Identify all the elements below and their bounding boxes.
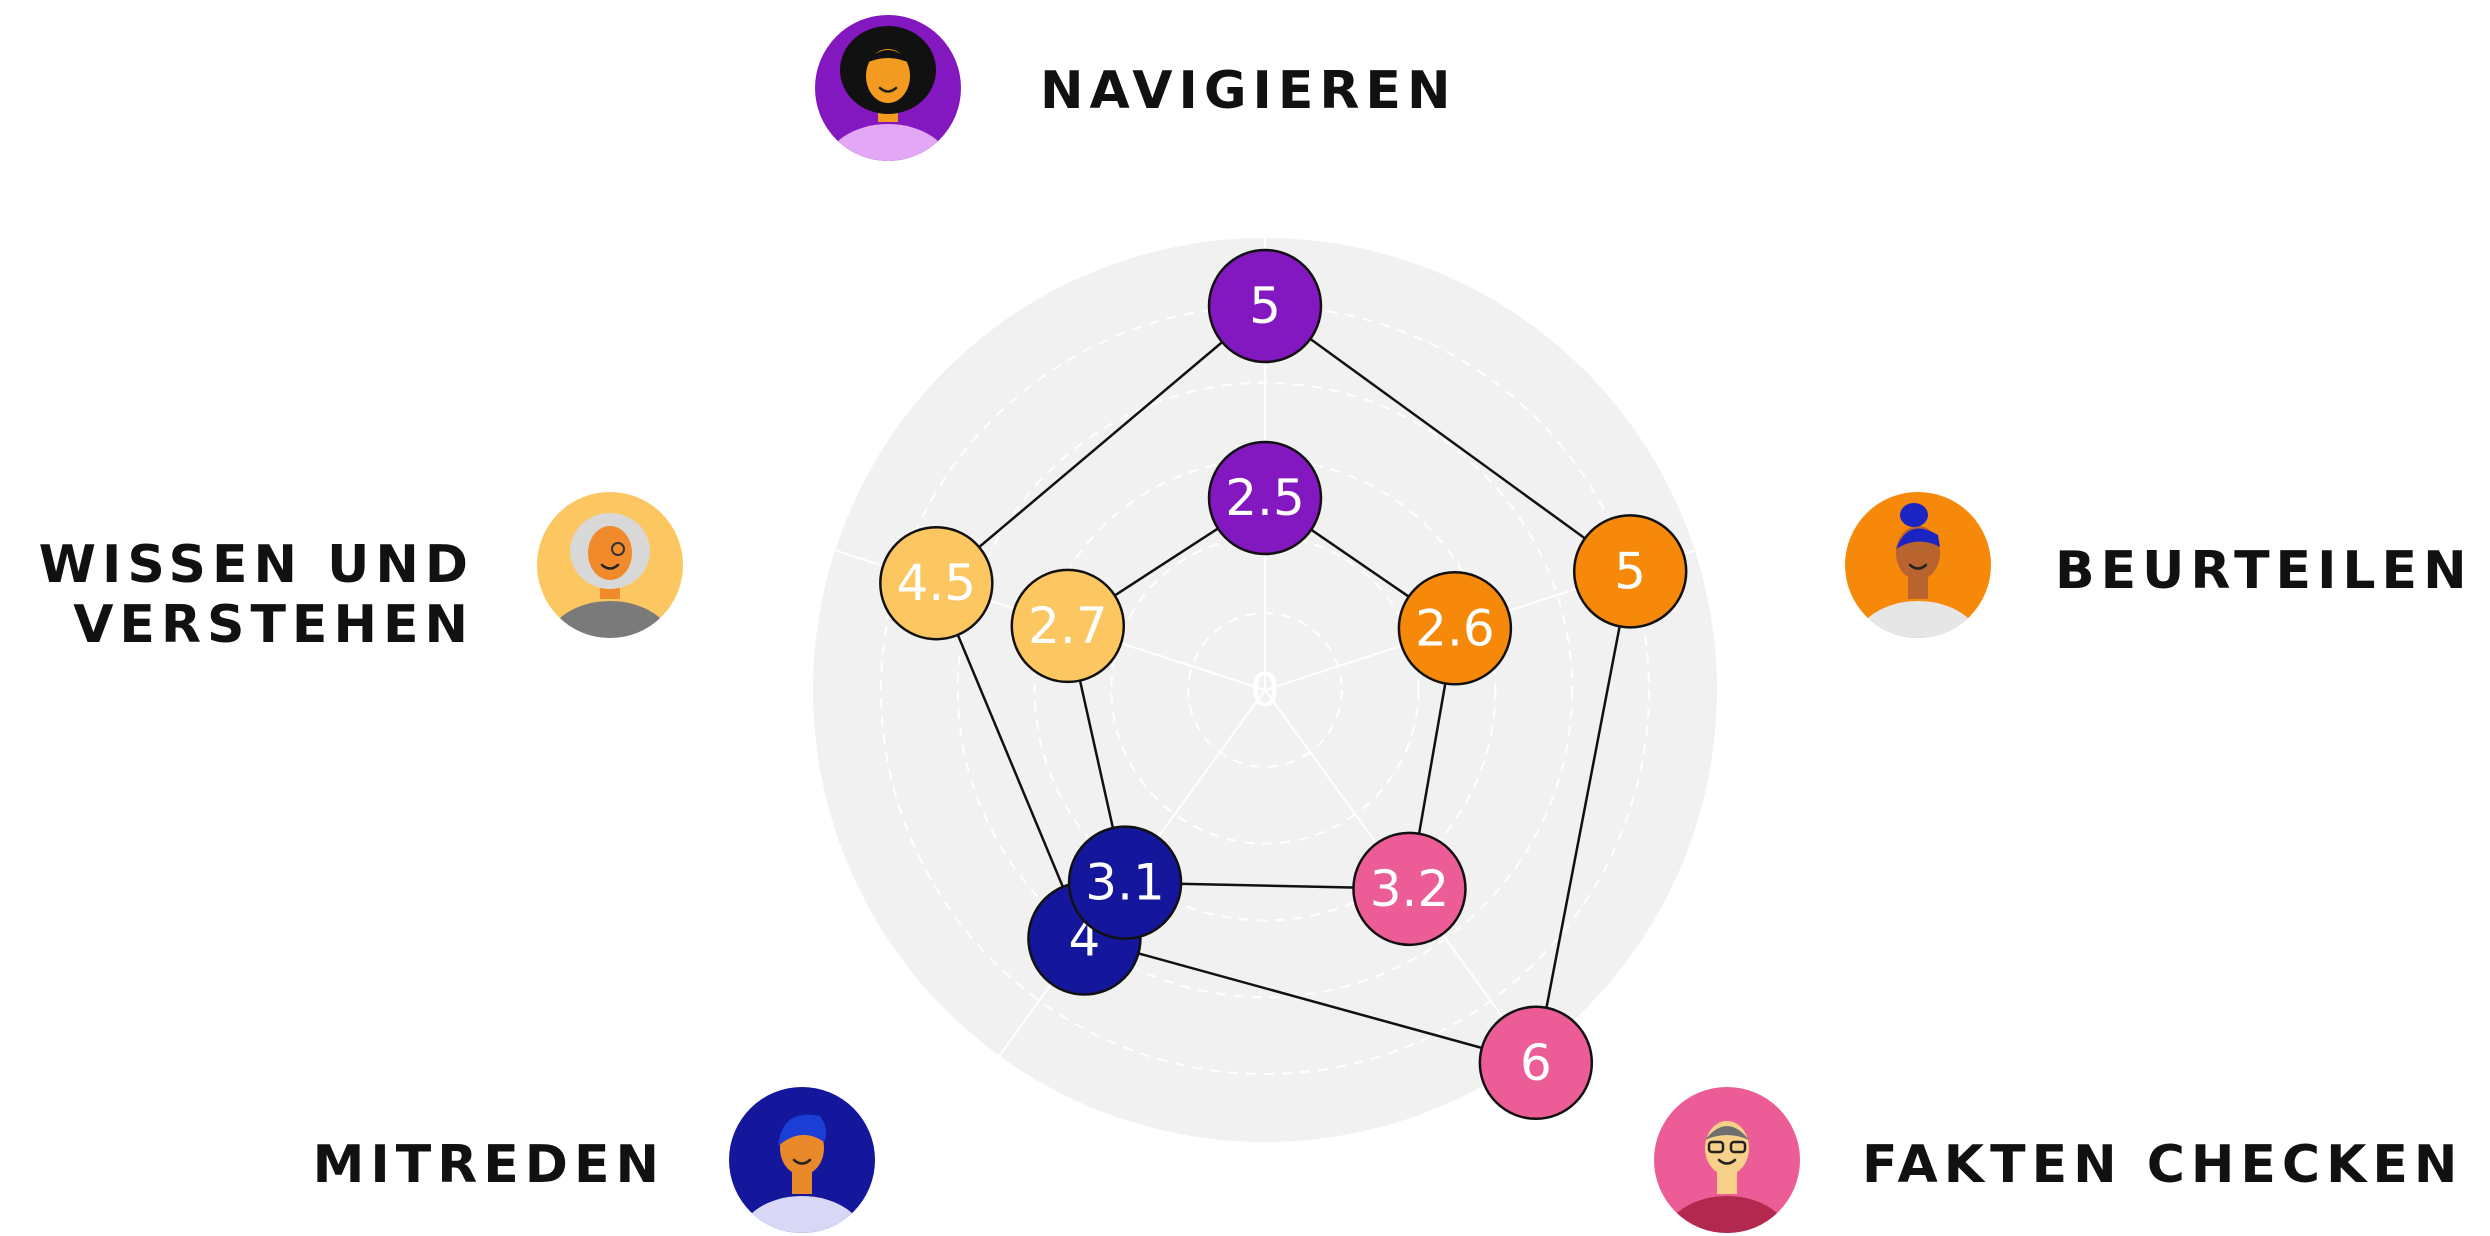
dimension-label-beurteilen: BEURTEILEN xyxy=(2055,541,2473,601)
woman-blue-bun-avatar-icon xyxy=(1845,492,1991,638)
grid-ring xyxy=(803,228,1727,1152)
data-point-navigieren-series-2: 2.5 xyxy=(1207,440,1323,556)
data-label: 4.5 xyxy=(897,554,977,612)
data-label: 5 xyxy=(1249,277,1281,335)
data-point-mitreden-series-2: 3.1 xyxy=(1067,825,1183,940)
data-label: 2.7 xyxy=(1028,597,1108,655)
dimension-avatars xyxy=(537,15,1991,1233)
data-label: 6 xyxy=(1520,1034,1552,1092)
data-label: 3.2 xyxy=(1370,860,1450,918)
data-point-marker xyxy=(1478,1005,1594,1121)
series-1-outline xyxy=(935,304,1632,1065)
dimension-label-fakten-checken: FAKTEN CHECKEN xyxy=(1862,1135,2463,1195)
data-point-marker xyxy=(1572,514,1688,629)
data-point-marker xyxy=(1207,440,1323,556)
data-label: 2.6 xyxy=(1415,599,1495,657)
radial-tick-label: 0 xyxy=(1250,663,1279,717)
data-point-beurteilen-series-1: 5 xyxy=(1572,514,1688,629)
dimension-labels: NAVIGIEREN BEURTEILEN FAKTEN CHECKEN MITRED… xyxy=(39,61,2473,1195)
data-point-marker xyxy=(1397,571,1513,686)
dimension-label-mitreden: MITREDEN xyxy=(313,1135,665,1195)
data-point-marker xyxy=(1010,568,1126,684)
data-point-marker xyxy=(1207,248,1323,364)
woman-curly-hair-avatar-icon xyxy=(815,15,961,161)
data-point-navigieren-series-1: 5 xyxy=(1207,248,1323,364)
dimension-label-navigieren: NAVIGIEREN xyxy=(1040,61,1456,121)
data-point-fakten-checken-series-2: 3.2 xyxy=(1352,831,1467,947)
man-blue-hair-avatar-icon xyxy=(729,1087,875,1233)
data-label: 2.5 xyxy=(1225,469,1305,527)
data-point-beurteilen-series-2: 2.6 xyxy=(1397,571,1513,686)
data-point-wissen-und-verstehen-series-1: 4.5 xyxy=(879,525,994,641)
man-glasses-avatar-icon xyxy=(1654,1087,1800,1233)
data-point-marker xyxy=(879,525,994,641)
data-point-marker xyxy=(1067,825,1183,940)
data-point-fakten-checken-series-1: 6 xyxy=(1478,1005,1594,1121)
data-point-marker xyxy=(1352,831,1467,947)
data-label: 5 xyxy=(1614,542,1646,600)
elderly-person-avatar-icon xyxy=(537,492,683,638)
data-label: 3.1 xyxy=(1085,854,1165,912)
data-point-wissen-und-verstehen-series-2: 2.7 xyxy=(1010,568,1126,684)
